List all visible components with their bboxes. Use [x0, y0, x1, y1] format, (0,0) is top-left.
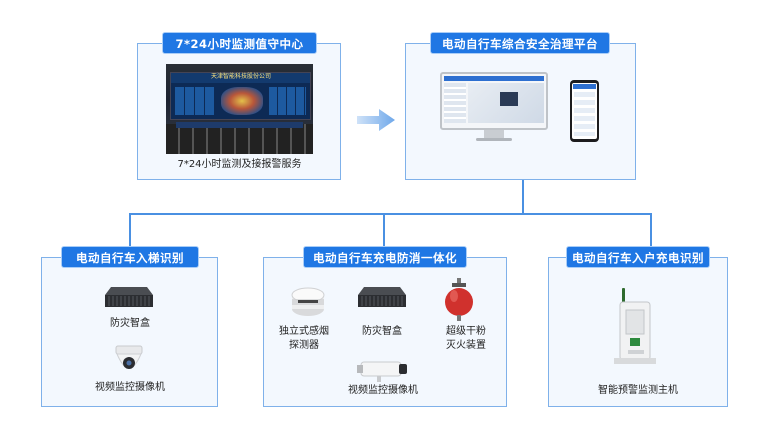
- arrow-right-icon: [357, 109, 395, 131]
- home-charging-title: 电动自行车入户充电识别: [566, 246, 710, 268]
- platform-title: 电动自行车综合安全治理平台: [430, 32, 610, 54]
- fire-extinguisher-icon: [445, 278, 473, 321]
- connector-vertical-top: [522, 180, 524, 214]
- extinguisher-label: 超级干粉 灭火装置: [446, 326, 486, 351]
- charging-panel: [263, 257, 507, 407]
- screen-banner: 天津智能科技股份公司: [210, 73, 271, 80]
- connector-mid-drop: [383, 213, 385, 247]
- dome-camera-icon: [115, 345, 143, 369]
- monitoring-room-image: 天津智能科技股份公司: [166, 64, 313, 154]
- connector-horizontal: [129, 213, 651, 215]
- smart-box-icon: [358, 287, 406, 307]
- elevator-item-camera: 视频监控摄像机: [95, 382, 165, 393]
- smoke-detector-label: 独立式感烟 探测器: [279, 326, 329, 351]
- monitoring-host-icon: [614, 288, 656, 364]
- mobile-phone-image: [570, 80, 599, 142]
- charging-title: 电动自行车充电防消一体化: [303, 246, 467, 268]
- elevator-item-smart-box: 防灾智盒: [110, 318, 150, 329]
- elevator-title: 电动自行车入梯识别: [61, 246, 199, 268]
- connector-right-drop: [650, 213, 652, 247]
- smart-box-icon: [105, 287, 153, 307]
- charging-item-camera: 视频监控摄像机: [348, 385, 418, 396]
- desktop-monitor-image: [440, 72, 548, 142]
- monitoring-center-title: 7*24小时监测值守中心: [162, 32, 317, 54]
- monitoring-center-caption: 7*24小时监测及接报警服务: [177, 159, 302, 170]
- home-charging-item-host: 智能预警监测主机: [598, 385, 678, 396]
- charging-item-smart-box: 防灾智盒: [362, 326, 402, 337]
- bullet-camera-icon: [357, 361, 407, 382]
- charging-item-smoke-detector: 独立式感烟 探测器: [266, 325, 342, 353]
- charging-item-extinguisher: 超级干粉 灭火装置: [428, 325, 504, 353]
- elevator-panel: [41, 257, 218, 407]
- video-wall: [170, 72, 311, 120]
- smoke-detector-icon: [291, 287, 325, 316]
- connector-left-drop: [129, 213, 131, 247]
